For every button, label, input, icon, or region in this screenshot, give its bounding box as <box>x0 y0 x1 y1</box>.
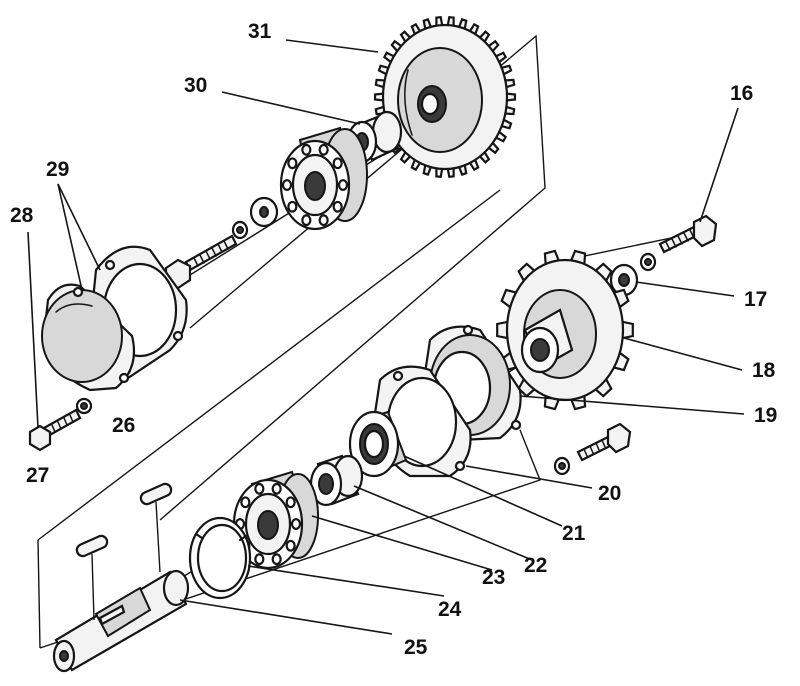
part-24-circlip <box>188 516 252 600</box>
housing-bolt-and-washer <box>553 422 632 476</box>
label-20: 20 <box>598 482 621 505</box>
bearing-ball <box>290 518 302 530</box>
bearing-ball <box>301 143 312 156</box>
part-31-large-gear <box>373 15 517 179</box>
upper-washers-and-bolt <box>164 196 279 290</box>
label-18: 18 <box>752 359 776 382</box>
bearing-ball <box>287 157 298 170</box>
label-29: 29 <box>46 158 69 181</box>
label-26: 26 <box>112 414 135 437</box>
bearing-ball <box>254 553 265 566</box>
bearing-ball <box>240 496 251 509</box>
bearing-ball <box>337 179 349 191</box>
bearing-ball <box>318 214 329 227</box>
label-30: 30 <box>184 74 207 97</box>
upper-ball-bearing <box>279 126 368 231</box>
bearing-ball <box>318 143 329 156</box>
part-21-oil-seal <box>348 410 408 478</box>
part-number-labels: 31 30 16 29 28 17 18 19 26 27 20 21 22 2… <box>10 20 777 659</box>
label-27: 27 <box>26 464 49 487</box>
label-19: 19 <box>754 404 777 427</box>
leader-lines <box>27 39 745 635</box>
label-22: 22 <box>524 554 547 577</box>
part-28-bearing-cap <box>41 283 136 392</box>
bearing-ball <box>285 496 296 509</box>
bearing-ball <box>285 539 296 552</box>
bearing-ball <box>271 482 282 495</box>
part-16-bolt <box>639 214 718 272</box>
part-25-shaft <box>52 569 190 673</box>
bearing-ball <box>254 482 265 495</box>
label-24: 24 <box>438 598 462 621</box>
part-27-key <box>75 534 109 621</box>
part-18-sprocket <box>496 249 634 411</box>
bearing-ball <box>271 553 282 566</box>
part-22-spacer <box>309 454 364 507</box>
label-28: 28 <box>10 204 34 227</box>
bearing-ball <box>301 214 312 227</box>
label-17: 17 <box>744 288 767 311</box>
bearing-ball <box>332 200 343 213</box>
label-21: 21 <box>562 522 586 545</box>
cap-bolt-and-washer <box>28 397 93 452</box>
bearing-ball <box>287 200 298 213</box>
label-31: 31 <box>248 20 272 43</box>
bearing-ball <box>332 157 343 170</box>
bearing-ball <box>281 179 293 191</box>
part-30-spacer-sleeve <box>346 110 403 164</box>
label-16: 16 <box>730 82 753 105</box>
part-26-key <box>139 482 173 573</box>
label-23: 23 <box>482 566 505 589</box>
label-25: 25 <box>404 636 428 659</box>
